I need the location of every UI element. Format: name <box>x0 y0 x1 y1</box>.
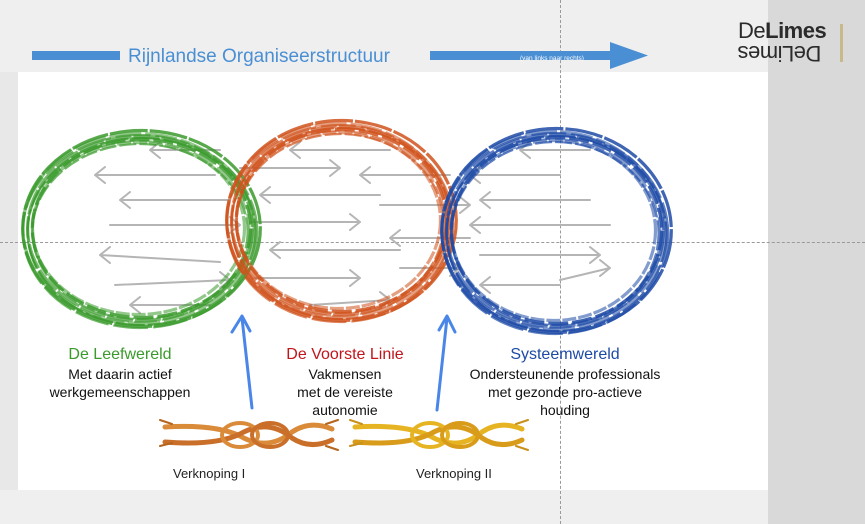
sketch-arrow <box>119 191 231 209</box>
systeemwereld-label: Systeemwereld Ondersteunende professiona… <box>455 345 675 419</box>
voorste-linie-heading: De Voorste Linie <box>286 346 404 363</box>
sketch-arrows <box>94 141 611 314</box>
sketch-arrow <box>289 141 391 159</box>
sketch-arrow <box>259 186 381 204</box>
sketch-arrow <box>109 216 241 234</box>
sketch-arrow <box>254 269 361 287</box>
voorste-linie-line-3: autonomie <box>312 402 378 418</box>
systeemwereld-line-1: Ondersteunende professionals <box>469 366 661 382</box>
sketch-arrow <box>469 216 611 234</box>
circles <box>21 118 673 336</box>
knot-2-label: Verknoping II <box>416 466 492 481</box>
voorste-linie-label: De Voorste Linie Vakmensen met de vereis… <box>265 345 425 419</box>
leefwereld-line-2: werkgemeenschappen <box>49 384 191 400</box>
horizontal-guide-line <box>0 242 865 243</box>
delimes-logo: DeLimes DeLimes <box>738 18 848 66</box>
vertical-guide-line <box>560 0 561 524</box>
sketch-arrow <box>114 271 231 289</box>
logo-mirror-text: DeLimes <box>738 41 822 66</box>
sketch-arrow <box>269 241 401 259</box>
background-left-band <box>0 0 18 524</box>
sketch-arrow <box>99 246 221 264</box>
sketch-arrow <box>469 166 561 184</box>
up-arrow-2 <box>435 314 457 412</box>
logo-text: DeLimes <box>738 18 827 43</box>
leefwereld-line-1: Met daarin actief <box>68 366 172 382</box>
sketch-arrow <box>94 166 216 184</box>
systeemwereld-line-2: met gezonde pro-actieve <box>487 384 643 400</box>
direction-note: (van links naar rechts) <box>520 55 584 62</box>
up-arrow-1 <box>230 314 254 410</box>
logo-accent-bar <box>840 24 843 62</box>
knot-2 <box>349 419 529 451</box>
leefwereld-heading: De Leefwereld <box>68 346 172 363</box>
sketch-arrow <box>559 259 611 281</box>
knot-1-label: Verknoping I <box>173 466 246 481</box>
leefwereld-circle <box>21 128 262 330</box>
sketch-arrow <box>389 229 471 247</box>
page-title: Rijnlandse Organiseerstructuur <box>128 46 390 67</box>
systeemwereld-line-3: houding <box>540 402 590 418</box>
background-top-band <box>0 0 768 72</box>
sketch-arrow <box>479 246 601 264</box>
background-right-band <box>768 0 865 524</box>
voorste-linie-line-2: met de vereiste <box>297 384 393 400</box>
systeemwereld-circle <box>440 126 673 336</box>
sketch-arrow <box>479 276 561 294</box>
knot-1 <box>159 419 339 451</box>
sketch-arrow <box>479 191 591 209</box>
background-bottom-band <box>0 490 768 524</box>
sketch-arrow <box>249 213 361 231</box>
voorste-linie-line-1: Vakmensen <box>308 366 382 382</box>
leefwereld-label: De Leefwereld Met daarin actief werkgeme… <box>30 345 210 401</box>
title-arrow <box>32 42 648 69</box>
systeemwereld-heading: Systeemwereld <box>510 346 620 363</box>
